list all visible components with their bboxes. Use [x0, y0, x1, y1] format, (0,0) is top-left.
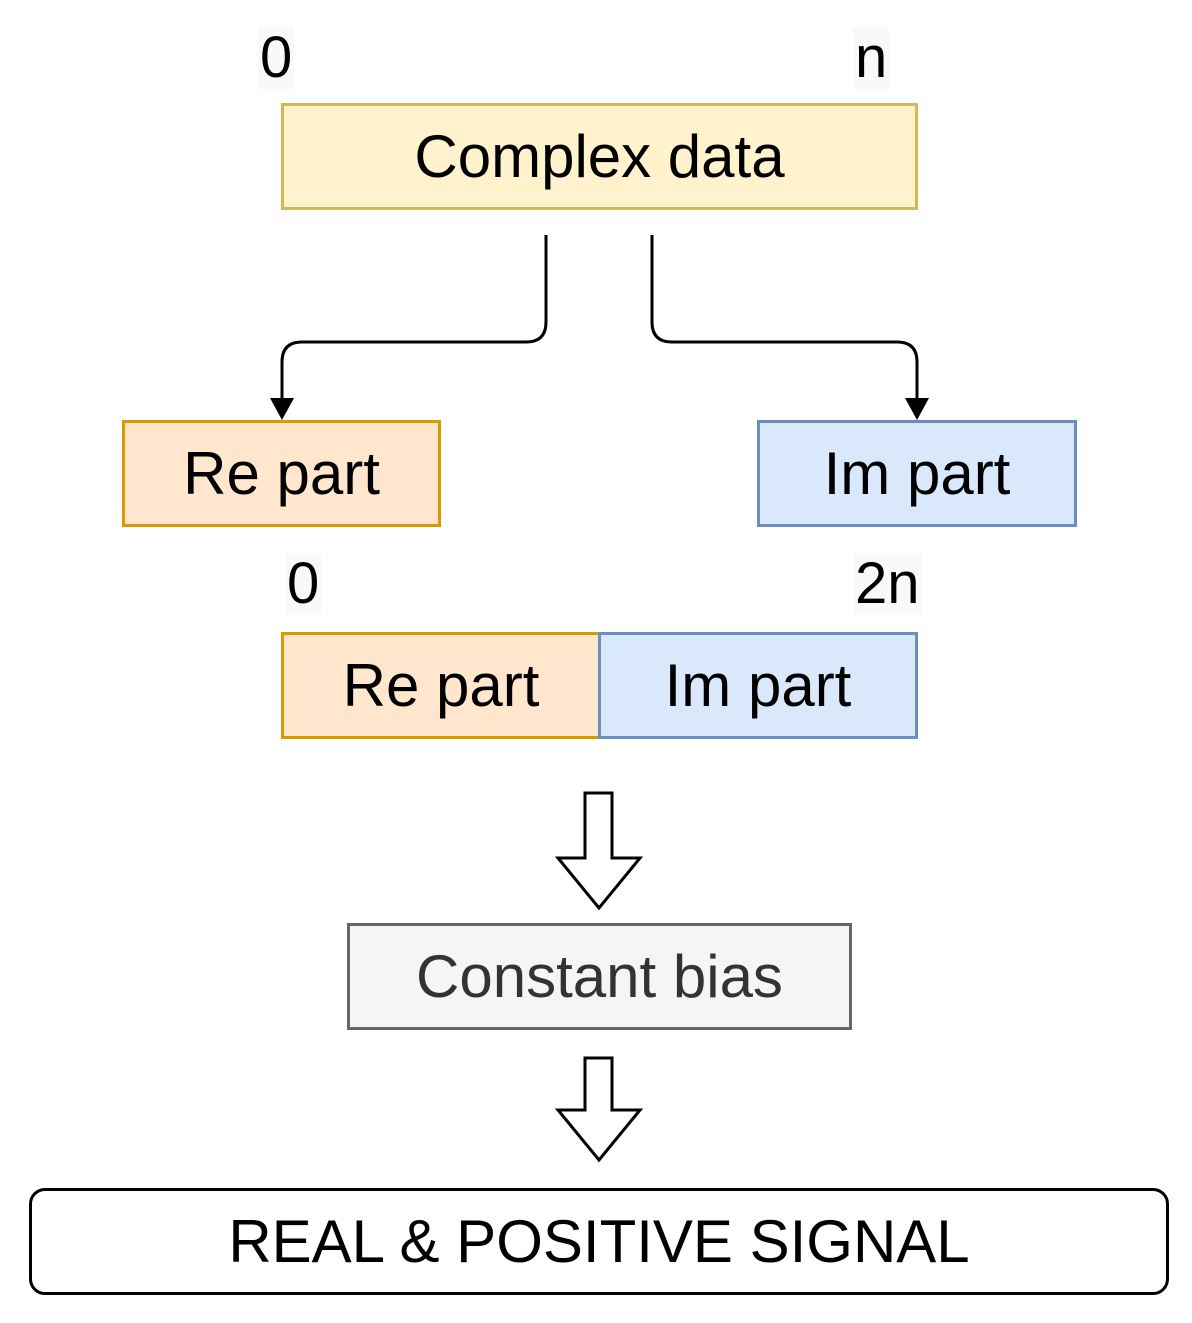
hollow-arrow-to-signal	[554, 1056, 644, 1163]
constant-bias-box: Constant bias	[347, 923, 852, 1030]
complex-data-box: Complex data	[281, 103, 918, 210]
re-part-label-bottom: Re part	[342, 652, 540, 719]
index-label-bottom-end: 2n	[853, 551, 922, 616]
output-signal-box: REAL & POSITIVE SIGNAL	[29, 1188, 1169, 1295]
output-signal-label: REAL & POSITIVE SIGNAL	[228, 1208, 970, 1275]
split-connector-left	[280, 235, 548, 400]
split-arrowhead-left	[270, 398, 294, 420]
split-connector-right	[650, 235, 919, 400]
im-part-box-top: Im part	[757, 420, 1077, 527]
split-arrowhead-right	[905, 398, 929, 420]
constant-bias-label: Constant bias	[416, 943, 783, 1010]
index-label-bottom-start: 0	[285, 551, 322, 616]
index-label-top-start: 0	[258, 25, 295, 90]
hollow-arrow-to-bias	[554, 791, 644, 911]
re-part-box-top: Re part	[122, 420, 441, 527]
im-part-label-top: Im part	[823, 440, 1011, 507]
re-part-box-bottom: Re part	[281, 632, 601, 739]
index-label-top-end: n	[853, 25, 890, 90]
im-part-label-bottom: Im part	[664, 652, 852, 719]
re-part-label-top: Re part	[183, 440, 380, 507]
complex-data-label: Complex data	[414, 123, 785, 190]
im-part-box-bottom: Im part	[598, 632, 918, 739]
